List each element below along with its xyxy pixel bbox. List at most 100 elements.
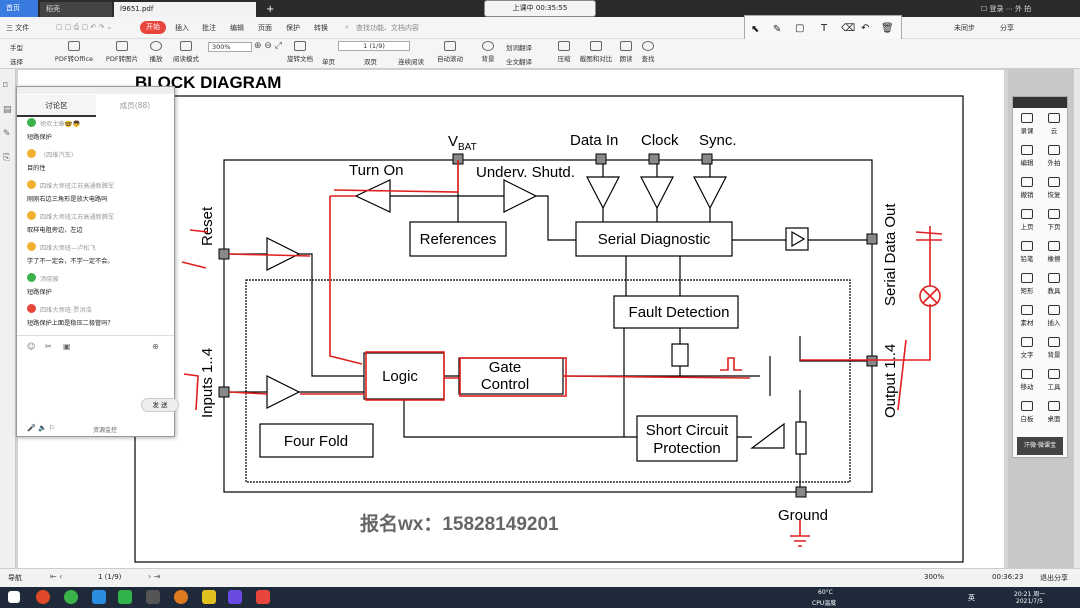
avatar[interactable]	[27, 273, 36, 282]
single-page-button[interactable]: 单页	[322, 58, 335, 66]
sidebar-tool[interactable]: 下页	[1040, 209, 1068, 231]
menu-insert[interactable]: 插入	[175, 24, 189, 32]
status-zoom[interactable]: 300%	[924, 573, 945, 581]
app-icon-orange[interactable]	[174, 590, 188, 604]
hand-tool[interactable]: 手型	[10, 44, 23, 52]
windows-start-icon[interactable]	[8, 591, 20, 603]
input-language[interactable]: 英	[968, 594, 975, 602]
wechat-icon[interactable]	[118, 590, 132, 604]
double-page-button[interactable]: 双页	[364, 58, 377, 66]
menu-file[interactable]: 三 文件	[6, 24, 30, 32]
app-icon-purple[interactable]	[228, 590, 242, 604]
avatar[interactable]	[27, 242, 36, 251]
read-aloud-button[interactable]: 朗读	[616, 41, 636, 63]
full-translate-button[interactable]: 全文翻译	[506, 58, 532, 66]
pdf-to-image-button[interactable]: PDF转图片	[102, 41, 142, 63]
menu-page[interactable]: 页面	[258, 24, 272, 32]
sidebar-tool[interactable]: 上页	[1013, 209, 1041, 231]
sidebar-tool[interactable]: 插入	[1040, 305, 1068, 327]
emoji-icon[interactable]: ☺	[27, 342, 36, 351]
screenshot-compare-button[interactable]: 截图和对比	[578, 41, 614, 63]
tab-discussion[interactable]: 讨论区	[17, 95, 96, 117]
select-tool[interactable]: 选择	[10, 58, 23, 66]
sidebar-tool[interactable]: 背景	[1040, 337, 1068, 359]
continuous-read-button[interactable]: 连续阅读	[398, 58, 424, 66]
sidebar-tool[interactable]: 文字	[1013, 337, 1041, 359]
recording-indicator[interactable]: 上课中 00:35:55	[484, 0, 596, 17]
tab-home[interactable]: 首页	[0, 0, 38, 17]
rotate-button[interactable]: 旋转文档	[286, 41, 314, 63]
window-controls[interactable]: ☐ 登录 ⋯ 外 拍	[981, 5, 1032, 13]
new-tab-button[interactable]: +	[266, 4, 275, 15]
page-nav-prev[interactable]: ⇤ ‹	[50, 572, 63, 581]
sidebar-tool[interactable]: 外拍	[1040, 145, 1068, 167]
cloud-sync-status[interactable]: 未同步	[954, 24, 975, 32]
find-button[interactable]: 查找	[638, 41, 658, 63]
add-icon[interactable]: ⊕	[152, 342, 159, 351]
wps-icon[interactable]	[256, 590, 270, 604]
sidebar-tool[interactable]: 撤销	[1013, 177, 1041, 199]
chrome-icon[interactable]	[36, 590, 50, 604]
image-icon[interactable]: ▣	[63, 342, 71, 351]
rectangle-icon[interactable]: ▢	[795, 23, 805, 34]
chat-footer-icons[interactable]: 🎤 🔈 ⚐	[27, 424, 56, 432]
send-button[interactable]: 发 送	[141, 398, 179, 412]
sidebar-tool[interactable]: 矩形	[1013, 273, 1041, 295]
sidebar-tool[interactable]: 云	[1040, 113, 1068, 135]
tab-members[interactable]: 成员(88)	[119, 101, 151, 110]
sidebar-tool[interactable]: 教具	[1040, 273, 1068, 295]
pdf-to-office-button[interactable]: PDF转Office	[50, 41, 98, 63]
app-icon-blue[interactable]	[92, 590, 106, 604]
resource-monitor[interactable]: 资源监控	[93, 427, 118, 434]
status-page[interactable]: 1 (1/9)	[98, 573, 122, 581]
avatar[interactable]	[27, 149, 36, 158]
read-mode-button[interactable]: 阅读模式	[170, 41, 202, 63]
menu-start[interactable]: 开始	[140, 21, 166, 34]
comment-icon[interactable]: ✎	[3, 129, 11, 139]
tab-pdf[interactable]: l9651.pdf	[114, 2, 256, 17]
auto-scroll-button[interactable]: 自动滚动	[432, 41, 468, 63]
avatar[interactable]	[27, 304, 36, 313]
trash-icon[interactable]: 🗑	[881, 23, 894, 34]
menu-convert[interactable]: 转换	[314, 24, 328, 32]
app-icon-gray[interactable]	[146, 590, 160, 604]
compress-button[interactable]: 压缩	[554, 41, 574, 63]
exit-share-button[interactable]: 退出分享	[1040, 574, 1068, 582]
play-button[interactable]: 播放	[144, 41, 168, 63]
pen-icon[interactable]: ✎	[773, 24, 782, 35]
sidebar-tool[interactable]: 移动	[1013, 369, 1041, 391]
avatar[interactable]	[27, 180, 36, 189]
sidebar-tool[interactable]: 铅笔	[1013, 241, 1041, 263]
app-icon-green[interactable]	[64, 590, 78, 604]
background-button[interactable]: 背景	[476, 41, 500, 63]
sidebar-tool[interactable]: 桌面	[1040, 401, 1068, 423]
page-nav-next[interactable]: › ⇥	[148, 572, 161, 581]
word-translate-button[interactable]: 划词翻译	[506, 44, 532, 52]
document-scrollbar[interactable]	[1074, 69, 1080, 568]
sidebar-tool[interactable]: 素材	[1013, 305, 1041, 327]
sidebar-tool[interactable]: 录课	[1013, 113, 1041, 135]
avatar[interactable]	[27, 211, 36, 220]
menu-edit[interactable]: 编辑	[230, 24, 244, 32]
page-number-input[interactable]: 1 (1/9)	[338, 41, 410, 51]
bookmark-icon[interactable]: ⌑	[3, 81, 8, 91]
text-icon[interactable]: T	[821, 23, 828, 34]
quick-access-icons[interactable]: ▢ ▢ ⎙ ▢ ↶ ↷ ⌄	[56, 23, 113, 31]
sidebar-tool[interactable]: 恢复	[1040, 177, 1068, 199]
avatar[interactable]	[27, 118, 36, 127]
sidebar-header[interactable]	[1013, 97, 1067, 108]
sidebar-tool[interactable]: 白板	[1013, 401, 1041, 423]
zoom-icons[interactable]: ⊕ ⊖ ⤢	[254, 41, 283, 51]
zoom-select[interactable]: 300%	[208, 42, 252, 52]
attachment-icon[interactable]: ⎘	[3, 153, 11, 163]
eraser-icon[interactable]: ⌫	[841, 23, 856, 34]
sidebar-tool[interactable]: 工具	[1040, 369, 1068, 391]
share-button[interactable]: 分享	[1000, 24, 1014, 32]
feature-search-input[interactable]: 查找功能、文档内容	[356, 24, 419, 32]
pointer-icon[interactable]: ⬉	[751, 24, 760, 35]
chat-titlebar[interactable]	[17, 87, 174, 94]
tab-docer[interactable]: 稻壳	[40, 2, 112, 17]
thumbnail-icon[interactable]: ▤	[3, 105, 12, 115]
menu-protect[interactable]: 保护	[286, 24, 300, 32]
sidebar-tool[interactable]: 编辑	[1013, 145, 1041, 167]
